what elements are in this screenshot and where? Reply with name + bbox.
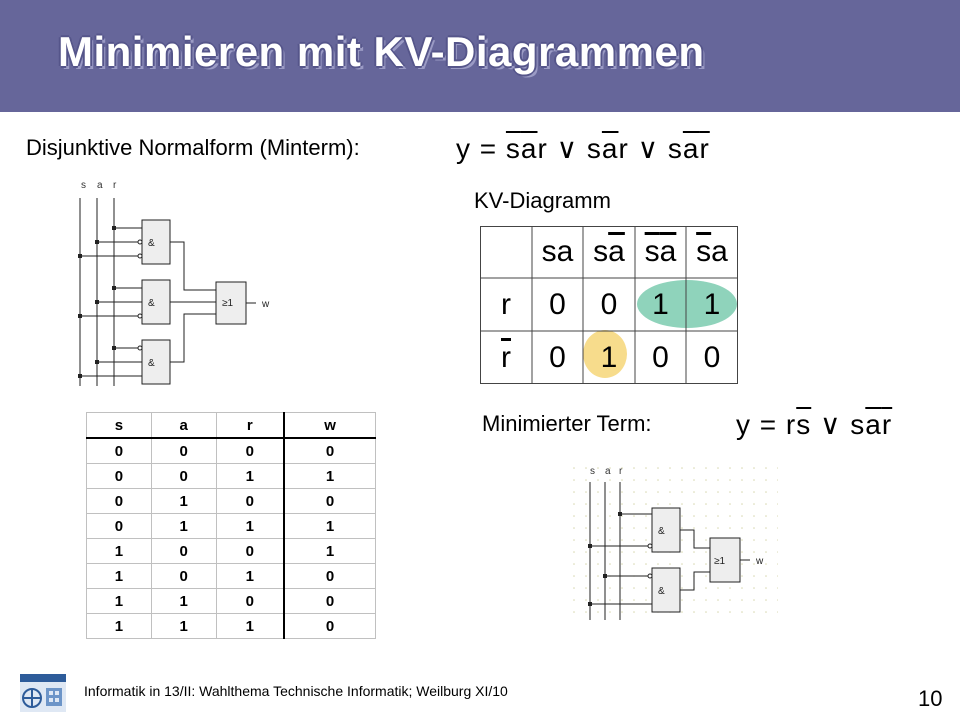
and-gate-label: & (658, 526, 665, 537)
table-cell: 1 (283, 463, 377, 489)
circuit2-input-label: a (605, 466, 611, 477)
and-gate-label: & (658, 586, 665, 597)
circuit1-input-label: r (113, 180, 117, 191)
circuit1-output-label: w (261, 299, 270, 310)
table-cell: 1 (150, 488, 217, 514)
table-cell: 0 (283, 488, 377, 514)
table-cell: 1 (215, 463, 285, 489)
kv-cell: 0 (600, 287, 618, 321)
table-cell: 0 (283, 613, 377, 639)
kv-group-yellow (583, 330, 627, 378)
table-cell: 0 (215, 538, 285, 564)
title-bar: Minimieren mit KV-Diagrammen (0, 0, 960, 112)
or-gate-label: ≥1 (714, 556, 725, 567)
page-title: Minimieren mit KV-Diagrammen (58, 28, 705, 75)
kv-label: KV-Diagramm (474, 188, 611, 213)
table-header-row: s a r w (86, 412, 377, 439)
kv-grid (480, 226, 738, 384)
table-cell: 0 (150, 538, 217, 564)
table-cell: 1 (86, 588, 152, 614)
table-cell: 0 (283, 563, 377, 589)
circuit2-input-label: r (619, 466, 623, 477)
and-gate-label: & (148, 298, 155, 309)
table-cell: 0 (150, 563, 217, 589)
page-number: 10 (918, 686, 943, 711)
kv-cell: 0 (703, 340, 721, 374)
table-cell: 1 (150, 513, 217, 539)
kv-row-header: r (501, 287, 511, 321)
or-gate-label: ≥1 (222, 298, 233, 309)
table-cell: 0 (215, 588, 285, 614)
kv-cell: 0 (652, 340, 669, 374)
dnf-label: Disjunktive Normalform (Minterm): (26, 135, 360, 160)
table-cell: 1 (215, 613, 285, 639)
table-cell: 0 (283, 437, 377, 464)
and-gate-label: & (148, 238, 155, 249)
table-header: a (150, 412, 217, 439)
table-header: s (86, 412, 152, 439)
kv-cell: 1 (703, 287, 721, 321)
kv-row-header: r (501, 340, 511, 374)
circuit-1: s a r & (78, 180, 270, 386)
min-label: Minimierter Term: (482, 411, 652, 436)
circuit2-output-label: w (755, 556, 764, 567)
circuit-2: s a r & & ≥1 w (568, 462, 778, 622)
kv-col-header: sa (541, 235, 574, 268)
circuit1-input-label: s (81, 180, 86, 191)
dnf-formula: y = sar ∨ sar ∨ sar (456, 133, 710, 164)
table-cell: 1 (86, 538, 152, 564)
table-cell: 0 (86, 463, 152, 489)
footer-text: Informatik in 13/II: Wahlthema Technisch… (84, 683, 508, 699)
table-cell: 1 (215, 513, 285, 539)
table-cell: 1 (86, 563, 152, 589)
table-cell: 1 (215, 563, 285, 589)
min-formula: y = rs ∨ sar (736, 409, 893, 440)
table-cell: 0 (215, 488, 285, 514)
kv-cell: 0 (549, 287, 566, 321)
kv-group-teal (637, 280, 737, 328)
table-cell: 1 (150, 588, 217, 614)
table-cell: 0 (86, 437, 152, 464)
table-cell: 1 (283, 513, 377, 539)
table-cell: 0 (150, 463, 217, 489)
table-cell: 0 (150, 437, 217, 464)
circuit2-input-label: s (590, 466, 595, 477)
circuit1-input-label: a (97, 180, 103, 191)
table-cell: 1 (86, 613, 152, 639)
table-cell: 0 (86, 488, 152, 514)
and-gate-label: & (148, 358, 155, 369)
kv-cell: 0 (549, 340, 566, 374)
table-cell: 0 (215, 437, 285, 464)
table-cell: 1 (283, 538, 377, 564)
logo-icon (20, 674, 66, 712)
table-header: r (215, 412, 285, 439)
kv-cell: 1 (600, 340, 618, 374)
table-cell: 0 (283, 588, 377, 614)
table-cell: 1 (150, 613, 217, 639)
table-header: w (283, 412, 377, 439)
table-cell: 0 (86, 513, 152, 539)
kv-cell: 1 (652, 287, 669, 321)
